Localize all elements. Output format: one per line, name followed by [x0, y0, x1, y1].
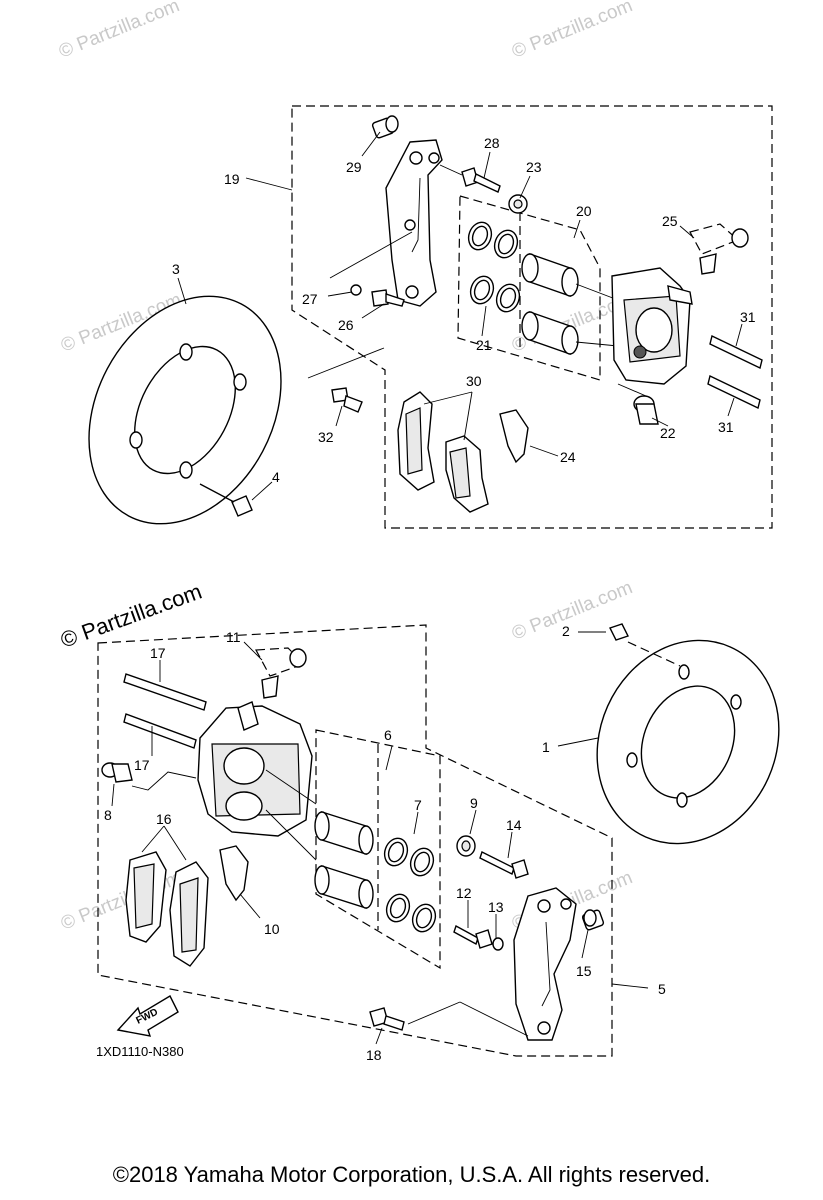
- group-outline-19: [291, 105, 773, 529]
- callout-11: 11: [226, 629, 241, 645]
- forward-arrow-icon: FWD: [116, 995, 179, 1037]
- washer-13: [492, 937, 504, 951]
- brake-pads-16: [125, 851, 209, 967]
- leader-boot-22: [617, 383, 647, 397]
- piston-seals-21: [467, 221, 521, 313]
- boot-22: [633, 395, 659, 425]
- callout-6: 6: [384, 727, 392, 743]
- callout-10: 10: [264, 921, 280, 937]
- disc-bolt-4: [199, 483, 253, 517]
- callout-leaders: [111, 131, 743, 1045]
- copyright-notice: ©2018 Yamaha Motor Corporation, U.S.A. A…: [112, 1162, 711, 1187]
- callout-27: 27: [302, 291, 318, 307]
- callout-17b: 17: [134, 757, 150, 773]
- callout-3: 3: [172, 261, 180, 277]
- callout-30: 30: [466, 373, 482, 389]
- caliper-body-top: [611, 267, 693, 385]
- slide-pins-17: [123, 673, 207, 749]
- bolt-26: [371, 289, 405, 307]
- bolt-12: [453, 924, 493, 949]
- pistons-6: [314, 811, 374, 909]
- callout-2: 2: [562, 623, 570, 639]
- leader-caliper-piston-b: [265, 809, 317, 861]
- bolt-14: [479, 851, 529, 879]
- callout-15: 15: [576, 963, 592, 979]
- pad-spring-10: [219, 845, 249, 902]
- bolt-18: [369, 1001, 529, 1037]
- callout-28: 28: [484, 135, 500, 151]
- callout-12: 12: [456, 885, 472, 901]
- leader-piston-caliper-a: [575, 283, 619, 301]
- callout-16: 16: [156, 811, 172, 827]
- group-outline-6-7: [315, 729, 441, 970]
- callout-18: 18: [366, 1047, 382, 1063]
- callout-7: 7: [414, 797, 422, 813]
- brake-disc-top: [88, 295, 282, 525]
- callout-25: 25: [662, 213, 678, 229]
- bleeder-11: [255, 647, 307, 699]
- caliper-bracket-top: [385, 139, 443, 307]
- callout-22: 22: [660, 425, 676, 441]
- callout-9: 9: [470, 795, 478, 811]
- callout-8: 8: [104, 807, 112, 823]
- washer-27: [350, 284, 362, 296]
- callout-1: 1: [542, 739, 550, 755]
- callout-19: 19: [224, 171, 240, 187]
- bolt-28: [439, 164, 501, 193]
- piston-seals-7: [383, 837, 437, 933]
- bolt-32: [307, 347, 385, 413]
- callout-20: 20: [576, 203, 592, 219]
- callout-13: 13: [488, 899, 504, 915]
- callout-21: 21: [476, 337, 492, 353]
- caliper-bracket-bottom: [513, 887, 577, 1041]
- collar-29: [371, 115, 399, 139]
- callout-31b: 31: [718, 419, 734, 435]
- callout-14: 14: [506, 817, 522, 833]
- callout-5: 5: [658, 981, 666, 997]
- slide-pins-31: [707, 334, 763, 410]
- group-outline-20-21: [457, 195, 601, 381]
- boot-8: [101, 762, 197, 791]
- callout-numbers: 19 29 28 23 20 25 3 27 26 21 31 30 31 32…: [104, 135, 756, 1063]
- collar-15: [581, 909, 605, 931]
- leader-plate-26: [329, 231, 413, 279]
- pad-spring-24: [499, 409, 529, 464]
- brake-disc-bottom: [596, 639, 780, 845]
- callout-4: 4: [272, 469, 280, 485]
- nut-23: [508, 194, 528, 214]
- callout-26: 26: [338, 317, 354, 333]
- bleeder-25: [689, 223, 749, 275]
- watermark-top-right: © Partzilla.com: [509, 0, 636, 63]
- callout-31a: 31: [740, 309, 756, 325]
- leader-caliper-piston-a: [265, 769, 317, 805]
- diagram-code: 1XD1110-N380: [96, 1044, 184, 1059]
- disc-bolt-2: [609, 623, 681, 667]
- watermark-top-left: © Partzilla.com: [56, 0, 183, 63]
- callout-23: 23: [526, 159, 542, 175]
- callout-24: 24: [560, 449, 576, 465]
- callout-32: 32: [318, 429, 334, 445]
- nut-9: [456, 835, 476, 857]
- callout-17a: 17: [150, 645, 166, 661]
- leader-piston-caliper-b: [575, 341, 619, 347]
- brake-pads-30: [397, 391, 489, 513]
- callout-29: 29: [346, 159, 362, 175]
- pistons-20: [521, 253, 579, 355]
- caliper-body-bottom: [197, 701, 313, 837]
